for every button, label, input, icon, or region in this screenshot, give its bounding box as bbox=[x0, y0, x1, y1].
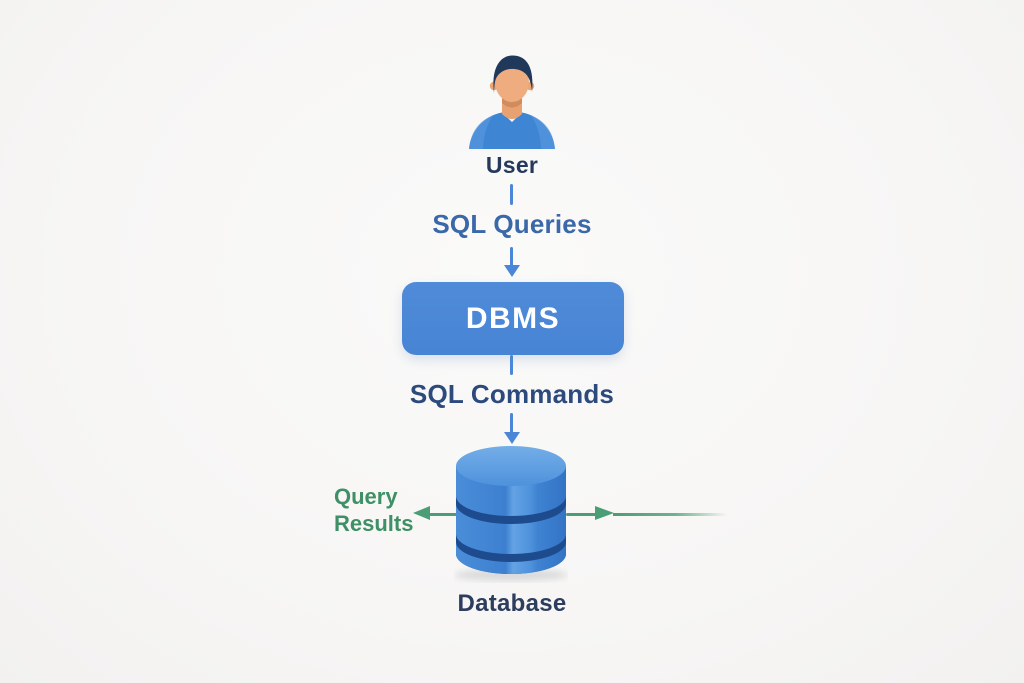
database-node-label: Database bbox=[457, 590, 567, 617]
dbms-node: DBMS bbox=[402, 282, 624, 355]
queries-arrow-shaft bbox=[510, 247, 513, 267]
database-cylinder-icon bbox=[454, 446, 568, 581]
results-right-line bbox=[566, 513, 597, 516]
down-arrow-icon bbox=[503, 265, 520, 277]
sql-commands-edge-label: SQL Commands bbox=[409, 379, 615, 409]
right-arrow-icon bbox=[595, 506, 614, 520]
query-results-edge-label: Query Results bbox=[334, 484, 414, 536]
user-node-label: User bbox=[485, 152, 539, 178]
down-arrow-icon bbox=[503, 432, 520, 444]
results-left-line bbox=[428, 513, 459, 516]
sql-queries-edge-label: SQL Queries bbox=[432, 209, 592, 239]
user-to-queries-line bbox=[510, 184, 513, 205]
dbms-to-commands-line bbox=[510, 355, 513, 375]
commands-arrow-shaft bbox=[510, 413, 513, 434]
user-avatar-icon bbox=[469, 55, 555, 149]
dbms-node-label: DBMS bbox=[465, 301, 561, 335]
left-arrow-icon bbox=[413, 506, 430, 520]
results-right-line-fade bbox=[613, 513, 727, 516]
